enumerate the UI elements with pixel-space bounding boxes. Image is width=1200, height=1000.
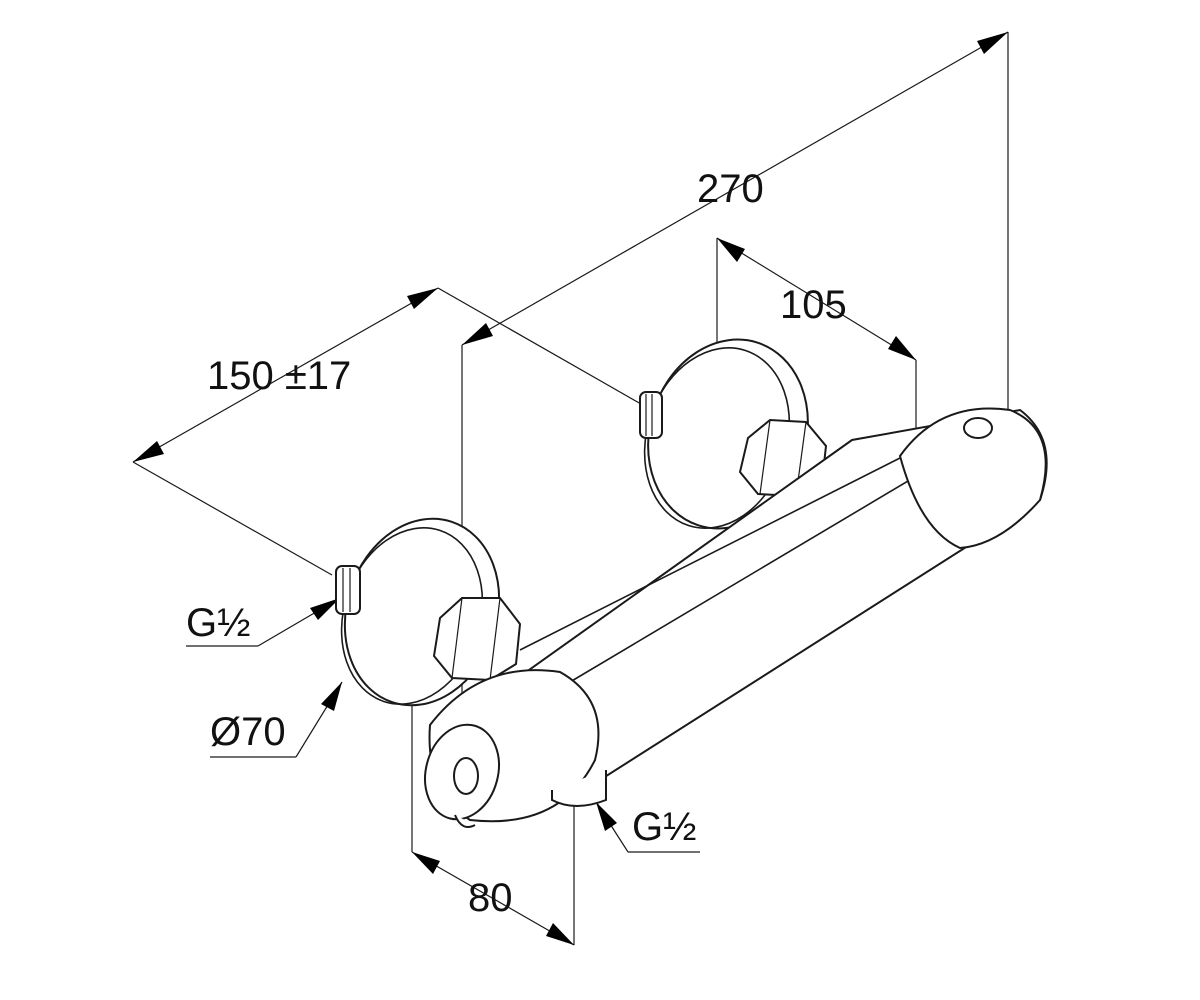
dimension-connection-spacing: 150 ±17: [207, 354, 351, 398]
arrow-150-right: [407, 288, 438, 309]
dimension-handle-depth: 105: [780, 283, 847, 327]
arrow-270-right: [977, 32, 1008, 54]
handle-hole: [453, 757, 479, 795]
callout-outlet-thread: G½: [632, 805, 696, 849]
dimension-projection: 80: [468, 876, 513, 920]
back-thread: [639, 391, 663, 439]
arrow-g-left: [310, 598, 340, 620]
cap-button: [963, 417, 993, 439]
arrow-g-bottom: [596, 802, 617, 831]
arrow-150-left: [133, 441, 164, 462]
callout-inlet-thread: G½: [186, 601, 250, 645]
dimension-overall-length: 270: [697, 167, 764, 211]
dimension-lines: [132, 31, 1009, 946]
arrow-270-left: [462, 323, 493, 345]
arrow-d70: [321, 682, 342, 711]
front-hex-nut: [432, 597, 522, 682]
arrow-105-left: [717, 238, 745, 262]
front-thread: [335, 565, 361, 615]
arrow-80-left: [412, 852, 440, 874]
right-cap: [898, 407, 1047, 550]
handle-tip: [454, 814, 476, 828]
labels: 270 105 150 ±17 80 G½ Ø70 G½: [186, 167, 847, 920]
arrow-105-right: [888, 336, 916, 360]
faucet-body: [335, 338, 1048, 828]
outlet-nipple: [551, 770, 607, 807]
callout-rosette-diameter: Ø70: [210, 710, 286, 754]
arrow-80-right: [546, 923, 574, 945]
